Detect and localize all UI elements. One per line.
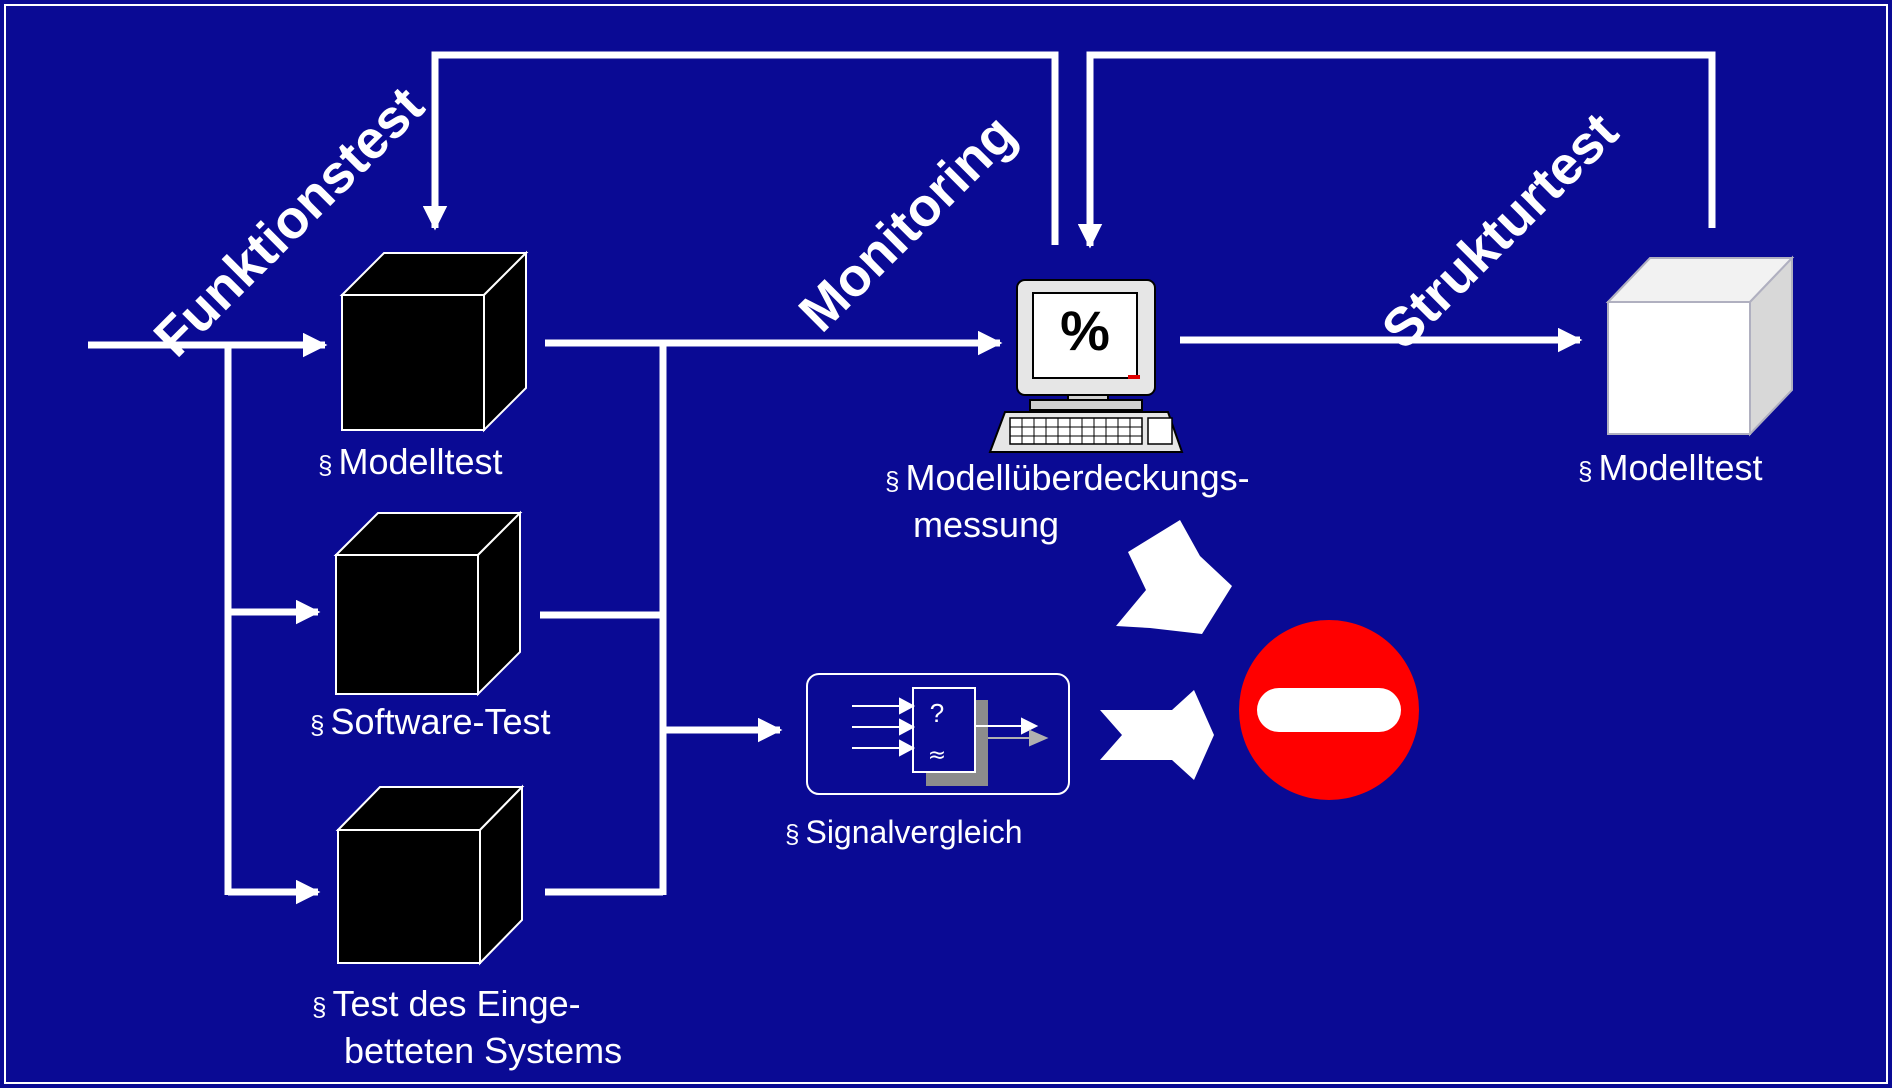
bullet: § (310, 710, 325, 740)
label-embedded-test: §Test des Einge- betteten Systems (312, 983, 623, 1071)
block-arrow-down (1116, 520, 1232, 634)
block-arrow-right (1100, 690, 1214, 780)
label-software-test: §Software-Test (310, 701, 551, 742)
stop-sign-icon: geprüft (1239, 620, 1419, 800)
connector-lines (88, 51, 1716, 905)
result-label: geprüft (1273, 689, 1385, 730)
label-model-test-left: §Modelltest (318, 441, 503, 482)
computer-percent: % (1060, 299, 1110, 362)
bullet: § (312, 992, 327, 1022)
bullet: § (885, 466, 900, 496)
cube-model-test-right (1605, 255, 1795, 437)
comparator-question: ? (930, 698, 944, 728)
cube-model-test (339, 250, 529, 433)
comparator-icon (806, 673, 1070, 795)
cube-embedded-test (335, 784, 525, 966)
cube-software-test (333, 510, 523, 697)
label-coverage-measurement: §Modellüberdeckungs- messung (885, 457, 1250, 545)
computer-icon (988, 279, 1184, 453)
label-model-test-right: §Modelltest (1578, 447, 1763, 488)
frame-border (4, 4, 1888, 1084)
label-signal-compare: §Signalvergleich (785, 814, 1023, 850)
bullet: § (785, 819, 800, 849)
bullet: § (318, 450, 333, 480)
bullet: § (1578, 456, 1593, 486)
comparator-approx: ≈ (928, 743, 946, 768)
